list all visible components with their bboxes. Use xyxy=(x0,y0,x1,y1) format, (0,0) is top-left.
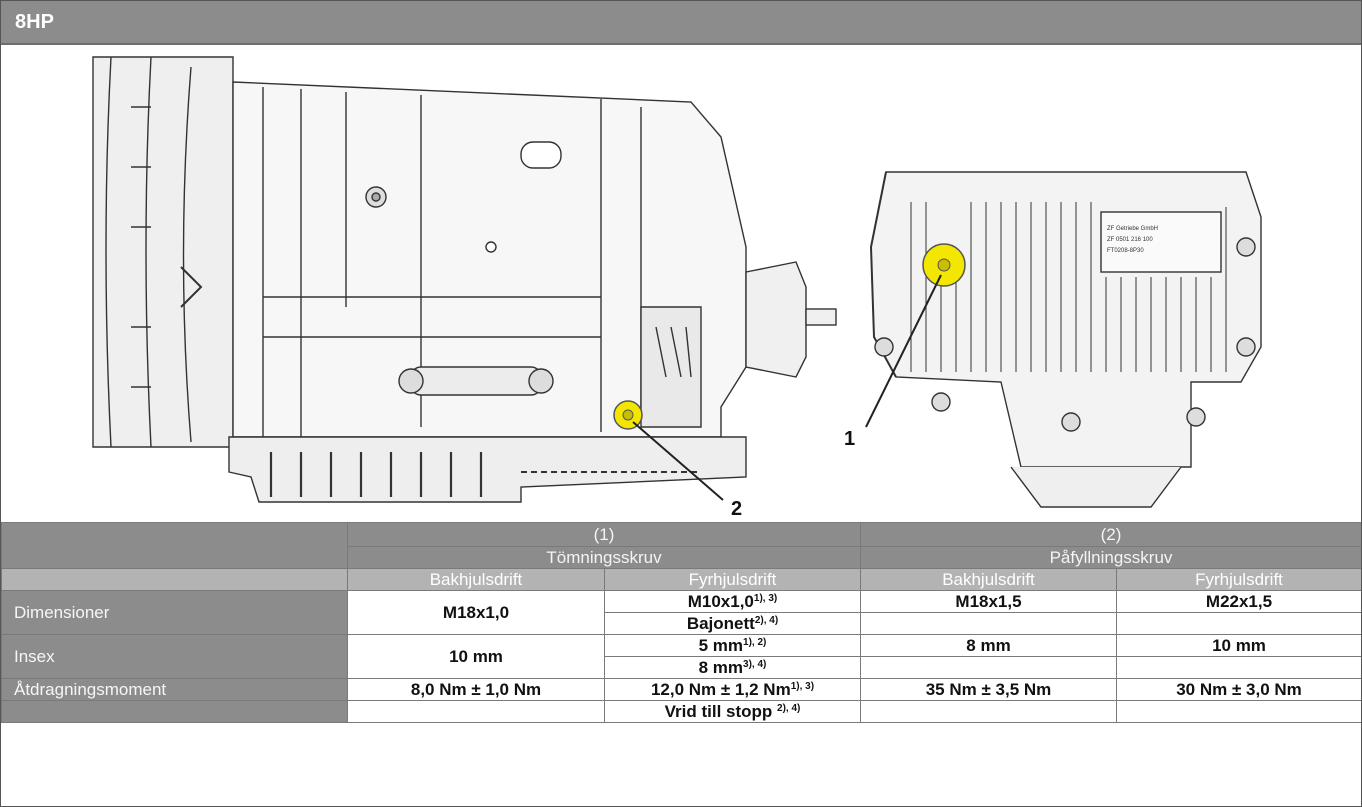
dim-awd-1b: Bajonett2), 4) xyxy=(604,612,861,635)
footnote-ref: 2), 4) xyxy=(777,702,801,714)
insex-awd-2: 10 mm xyxy=(1116,634,1361,657)
footnote-ref: 3), 4) xyxy=(743,658,767,670)
dim-rwd-2-empty xyxy=(860,612,1117,635)
footnote-ref: 1), 3) xyxy=(753,592,778,604)
torque-rwd-1-empty xyxy=(347,700,605,723)
torque-awd-2: 30 Nm ± 3,0 Nm xyxy=(1116,678,1361,701)
header-blank xyxy=(1,522,348,569)
dim-rwd-2: M18x1,5 xyxy=(860,590,1117,613)
drain-plug-marker: 2 xyxy=(613,400,742,520)
torque-awd-1a: 12,0 Nm ± 1,2 Nm1), 3) xyxy=(604,678,861,701)
dim-awd-2: M22x1,5 xyxy=(1116,590,1361,613)
col2-number: (2) xyxy=(860,522,1361,547)
insex-rwd-2-empty xyxy=(860,656,1117,679)
oil-pan-view xyxy=(869,171,1262,508)
footnote-ref: 2), 4) xyxy=(754,614,779,626)
row-label-insex: Insex xyxy=(1,634,348,679)
torque-awd-1b: Vrid till stopp 2), 4) xyxy=(604,700,861,723)
transmission-drawing: 2 ZF Getriebe GmbH ZF 0501 216 100 FT020… xyxy=(92,56,1262,520)
callout-2: 2 xyxy=(731,498,742,520)
transmission-side-view xyxy=(92,56,837,503)
col1-name: Tömningsskruv xyxy=(347,546,861,569)
row-label-torque: Åtdragningsmoment xyxy=(1,678,348,701)
subheader-blank xyxy=(1,568,348,591)
col2-name: Påfyllningsskruv xyxy=(860,546,1361,569)
insex-awd-1a: 5 mm1), 2) xyxy=(604,634,861,657)
dim-rwd-1: M18x1,0 xyxy=(347,590,605,635)
row-label-torque-cont xyxy=(1,700,348,723)
title-bar: 8HP xyxy=(1,1,1361,45)
torque-rwd-1: 8,0 Nm ± 1,0 Nm xyxy=(347,678,605,701)
torque-awd-2-empty xyxy=(1116,700,1361,723)
insex-awd-2-empty xyxy=(1116,656,1361,679)
insex-rwd-1: 10 mm xyxy=(347,634,605,679)
footnote-ref: 1), 2) xyxy=(743,636,767,648)
footnote-ref: 1), 3) xyxy=(790,680,815,692)
subheader-rwd-1: Bakhjulsdrift xyxy=(347,568,605,591)
callout-1: 1 xyxy=(844,428,855,450)
col1-number: (1) xyxy=(347,522,861,547)
fill-plug-marker: 1 xyxy=(844,243,966,450)
insex-awd-1b: 8 mm3), 4) xyxy=(604,656,861,679)
torque-rwd-2-empty xyxy=(860,700,1117,723)
page-title: 8HP xyxy=(15,10,54,33)
torque-rwd-2: 35 Nm ± 3,5 Nm xyxy=(860,678,1117,701)
dim-awd-1a: M10x1,01), 3) xyxy=(604,590,861,613)
pan-label-line-2: ZF 0501 216 100 xyxy=(1107,237,1153,243)
insex-rwd-2: 8 mm xyxy=(860,634,1117,657)
transmission-figure: 2 ZF Getriebe GmbH ZF 0501 216 100 FT020… xyxy=(1,47,1361,523)
row-label-dimensions: Dimensioner xyxy=(1,590,348,635)
pan-label-line-1: ZF Getriebe GmbH xyxy=(1107,226,1158,232)
dim-awd-2-empty xyxy=(1116,612,1361,635)
spec-table: (1) (2) Tömningsskruv Påfyllningsskruv B… xyxy=(1,522,1361,723)
subheader-rwd-2: Bakhjulsdrift xyxy=(860,568,1117,591)
pan-label-line-3: FT0208-8P30 xyxy=(1107,248,1144,254)
subheader-awd-1: Fyrhjulsdrift xyxy=(604,568,861,591)
subheader-awd-2: Fyrhjulsdrift xyxy=(1116,568,1361,591)
